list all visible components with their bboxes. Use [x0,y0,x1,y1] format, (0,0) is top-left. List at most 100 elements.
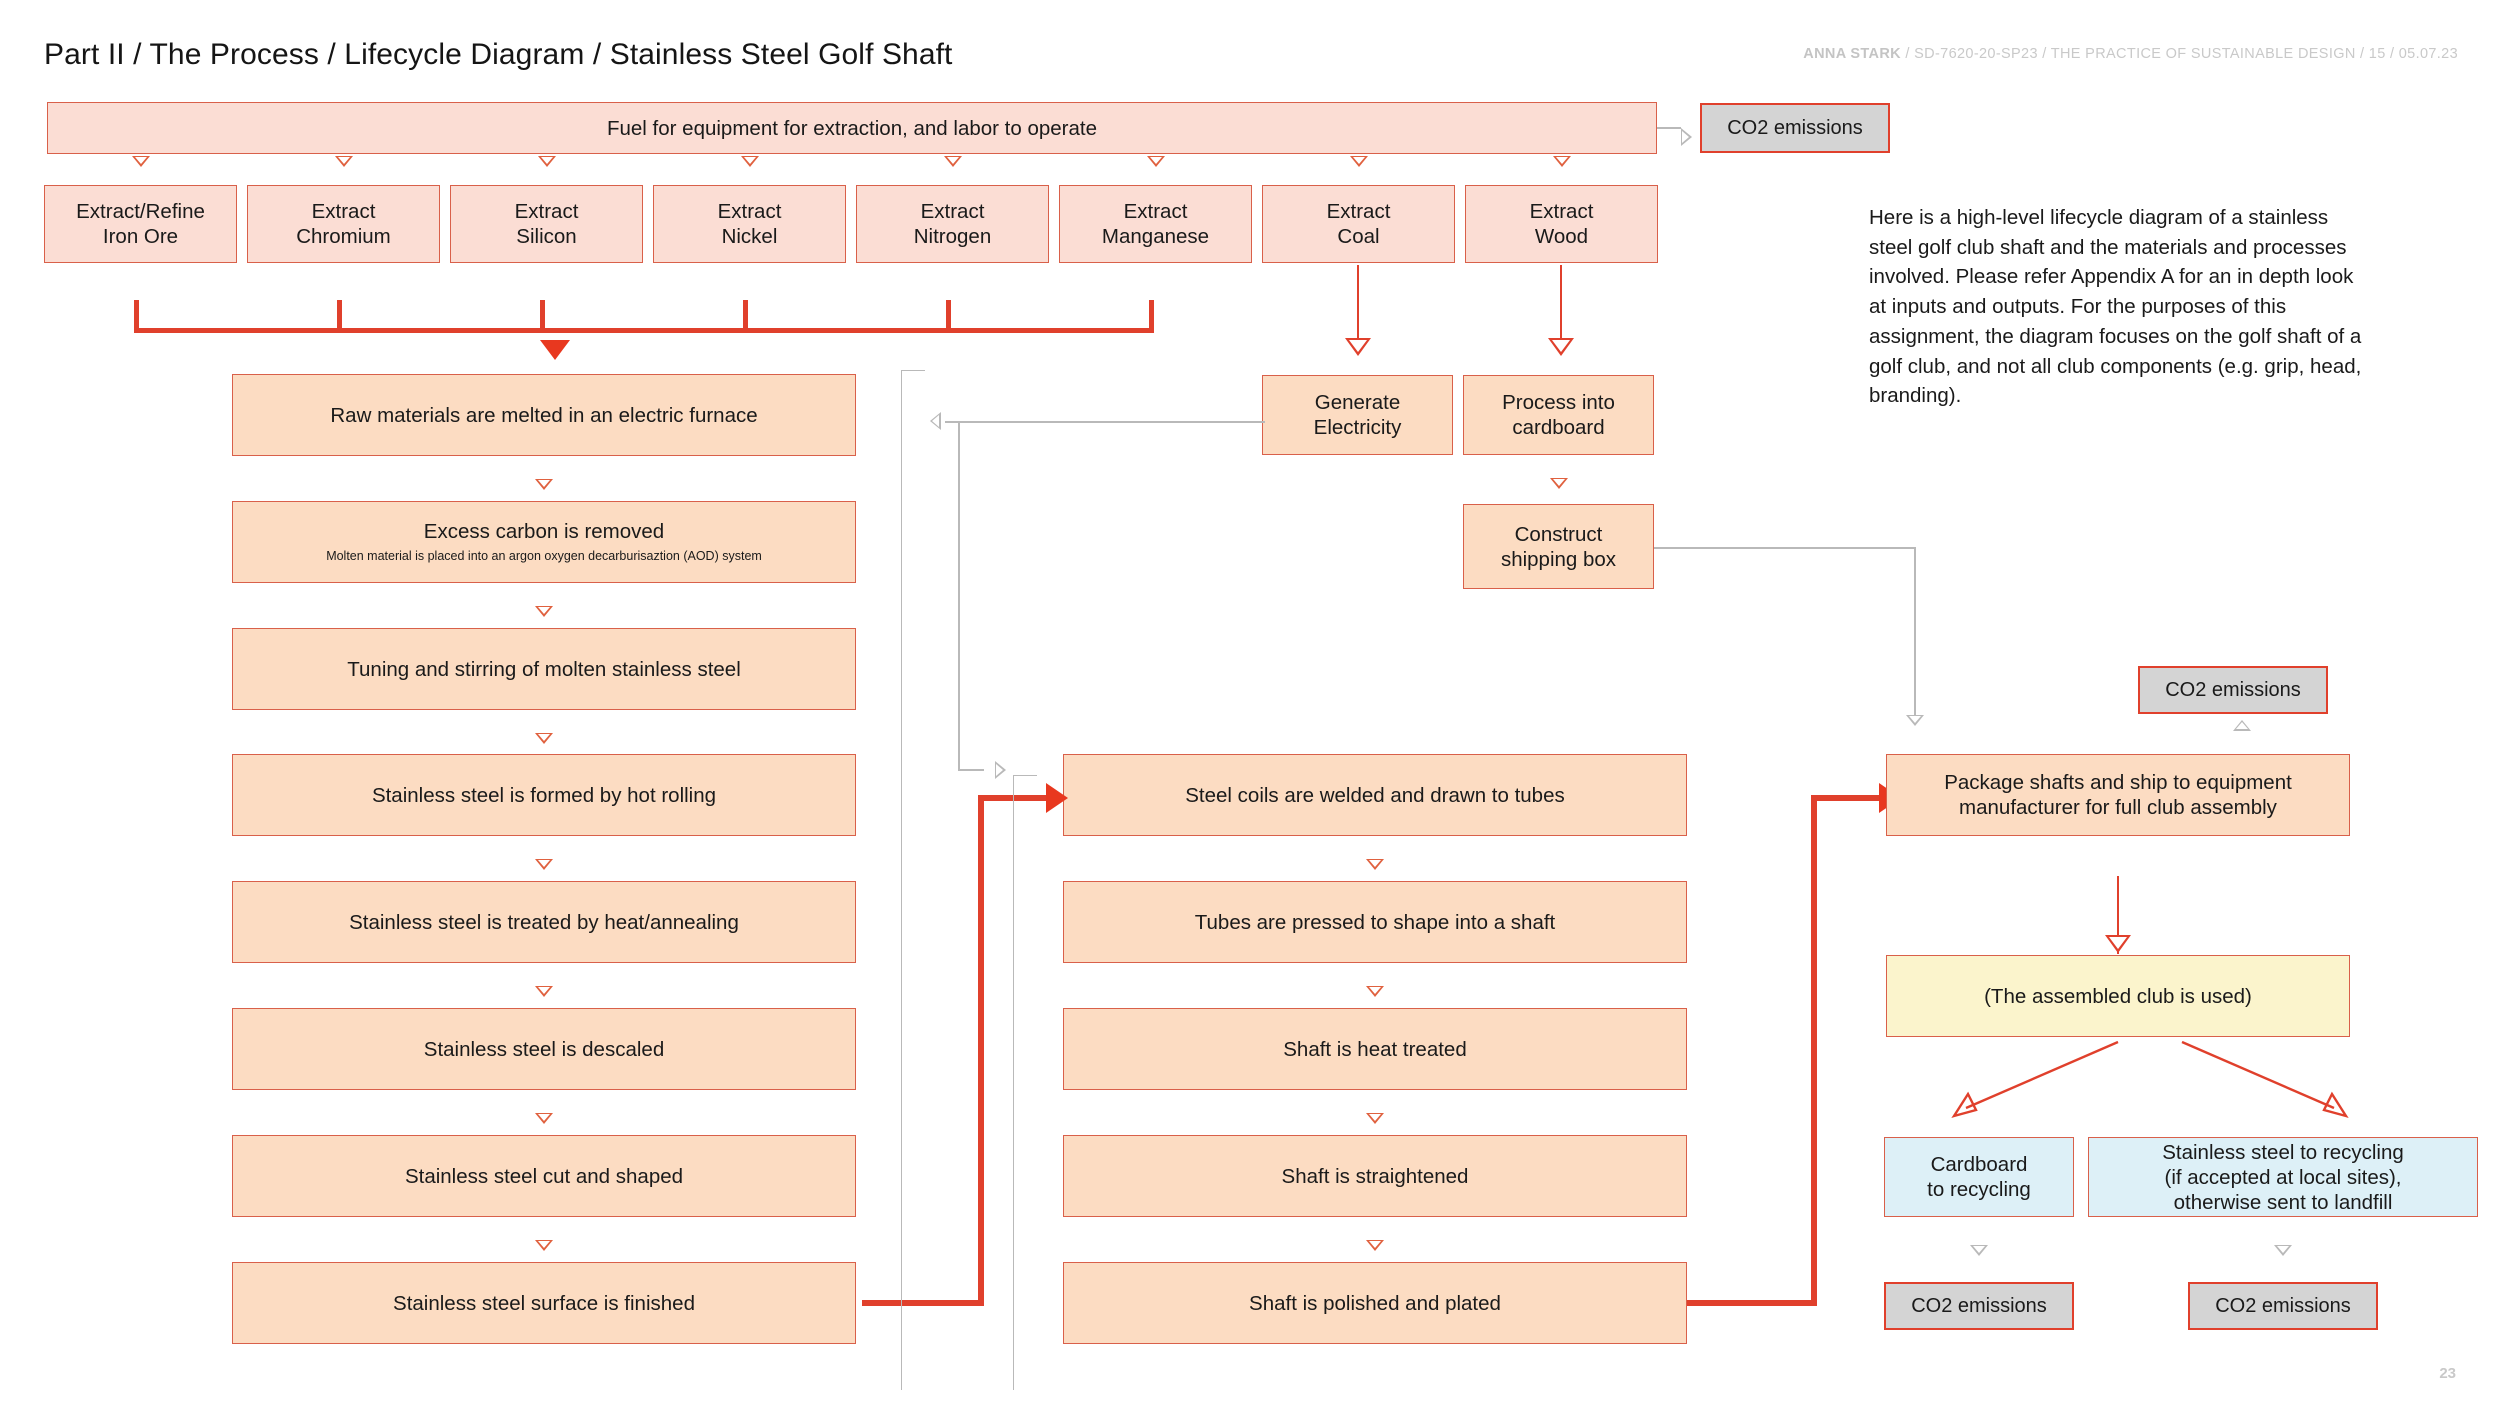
extract-label-line2: Iron Ore [102,225,179,248]
process-left-cut-shaped[interactable]: Stainless steel cut and shaped [232,1135,856,1217]
extract-label-line2: Chromium [296,225,391,248]
extract-box-nitrogen[interactable]: Extract Nitrogen [856,185,1049,263]
arrow-left-6-7 [535,1113,553,1124]
arrowhead-coal-to-electricity [1345,338,1371,356]
page-title: Part II / The Process / Lifecycle Diagra… [44,38,953,71]
arrow-fuel-to-extract-8 [1553,156,1571,167]
co2-emissions-steel[interactable]: CO2 emissions [2188,1282,2378,1330]
extract-box-manganese[interactable]: Extract Manganese [1059,185,1252,263]
input-bar-fuel[interactable]: Fuel for equipment for extraction, and l… [47,102,1657,154]
process-mid-title: Steel coils are welded and drawn to tube… [1185,783,1565,807]
page-number: 23 [2439,1365,2456,1382]
process-mid-title: Shaft is straightened [1281,1164,1469,1188]
arrow-left-3-4 [535,733,553,744]
node-label: (The assembled club is used) [1984,984,2252,1008]
co2-emissions-cardboard-label: CO2 emissions [1911,1294,2047,1317]
connector-electricity-horizontal [945,421,1265,423]
arrow-fuel-to-extract-7 [1350,156,1368,167]
connector-coal-to-electricity [1357,265,1359,340]
arrowhead-left-to-mid [1046,783,1068,813]
process-left-hot-rolling[interactable]: Stainless steel is formed by hot rolling [232,754,856,836]
header-meta: ANNA STARK / SD-7620-20-SP23 / THE PRACT… [1803,46,2458,62]
process-mid-tubes-pressed[interactable]: Tubes are pressed to shape into a shaft [1063,881,1687,963]
flow-left-to-mid-vertical [978,795,984,1306]
process-left-tuning-stirring[interactable]: Tuning and stirring of molten stainless … [232,628,856,710]
extract-label-line1: Extract [1326,200,1391,223]
header-course-meta: / SD-7620-20-SP23 / THE PRACTICE OF SUST… [1901,46,2458,62]
connector-electricity-branch-vertical [958,421,960,770]
node-package-and-ship[interactable]: Package shafts and ship to equipment man… [1886,754,2350,836]
extract-label-line2: Coal [1337,225,1380,248]
guide-rail-left [901,370,903,1390]
extract-label-line2: Manganese [1101,225,1210,248]
node-cardboard-to-recycling[interactable]: Cardboard to recycling [1884,1137,2074,1217]
bracket-stub-6 [1149,300,1154,330]
process-left-title: Tuning and stirring of molten stainless … [347,657,741,681]
process-left-heat-annealing[interactable]: Stainless steel is treated by heat/annea… [232,881,856,963]
flow-mid-to-package-horizontal-bottom [1687,1300,1817,1306]
extract-label-line1: Extract [514,200,579,223]
guide-rail-left-top-cap [901,370,925,372]
arrowhead-shippingbox-to-package [1906,715,1924,726]
connector-electricity-branch-horizontal [958,769,984,771]
process-left-title: Stainless steel surface is finished [393,1291,695,1315]
process-left-descaled[interactable]: Stainless steel is descaled [232,1008,856,1090]
process-left-excess-carbon[interactable]: Excess carbon is removed Molten material… [232,501,856,583]
intro-paragraph: Here is a high-level lifecycle diagram o… [1869,206,2362,408]
connector-use-to-steel-recycle [2181,1040,2349,1118]
process-mid-steel-coils[interactable]: Steel coils are welded and drawn to tube… [1063,754,1687,836]
connector-shippingbox-horizontal [1654,547,1916,549]
arrow-fuel-to-extract-4 [741,156,759,167]
bracket-horizontal-bar [134,328,1154,333]
node-construct-shipping-box[interactable]: Construct shipping box [1463,504,1654,589]
process-mid-straightened[interactable]: Shaft is straightened [1063,1135,1687,1217]
arrow-left-4-5 [535,859,553,870]
extract-box-silicon[interactable]: Extract Silicon [450,185,643,263]
extract-box-wood[interactable]: Extract Wood [1465,185,1658,263]
extract-label-line1: Extract [717,200,782,223]
arrow-mid-2-3 [1366,986,1384,997]
extract-box-coal[interactable]: Extract Coal [1262,185,1455,263]
process-left-title: Raw materials are melted in an electric … [330,403,758,427]
arrow-mid-3-4 [1366,1113,1384,1124]
flow-left-to-mid-horizontal-top [978,795,1053,801]
process-mid-title: Tubes are pressed to shape into a shaft [1194,910,1556,934]
arrow-cardboard-to-shipping-box [1550,478,1568,489]
node-label-line1: Generate [1314,391,1401,414]
arrow-fuel-to-extract-2 [335,156,353,167]
process-mid-polished-plated[interactable]: Shaft is polished and plated [1063,1262,1687,1344]
co2-emissions-cardboard[interactable]: CO2 emissions [1884,1282,2074,1330]
node-label-line2: shipping box [1500,547,1617,571]
process-left-melted[interactable]: Raw materials are melted in an electric … [232,374,856,456]
extract-box-nickel[interactable]: Extract Nickel [653,185,846,263]
node-label-line1: Construct [1514,522,1603,546]
node-label-line1: Package shafts and ship to equipment [1944,771,2292,794]
arrow-left-1-2 [535,479,553,490]
arrowhead-cardboard-to-co2 [1970,1245,1988,1256]
node-label-line2: manufacturer for full club assembly [1959,796,2277,819]
extract-label-line2: Nitrogen [913,225,992,248]
node-label-line1: Stainless steel to recycling [2162,1140,2404,1164]
extract-box-iron-ore[interactable]: Extract/Refine Iron Ore [44,185,237,263]
bracket-stub-3 [540,300,545,330]
extract-label-line2: Nickel [721,225,778,248]
process-left-surface-finished[interactable]: Stainless steel surface is finished [232,1262,856,1344]
extract-label-line1: Extract [311,200,376,223]
process-left-title: Stainless steel cut and shaped [404,1164,684,1188]
co2-emissions-package[interactable]: CO2 emissions [2138,666,2328,714]
co2-emissions-top[interactable]: CO2 emissions [1700,103,1890,153]
co2-emissions-top-label: CO2 emissions [1727,116,1863,139]
arrowhead-package-to-co2 [2233,720,2251,731]
node-process-into-cardboard[interactable]: Process into cardboard [1463,375,1654,455]
arrowhead-electricity-to-left-column [930,412,941,430]
node-steel-to-recycling[interactable]: Stainless steel to recycling (if accepte… [2088,1137,2478,1217]
node-assembled-club-used[interactable]: (The assembled club is used) [1886,955,2350,1037]
node-label-line3: otherwise sent to landfill [2173,1190,2393,1214]
connector-package-to-use [2117,876,2120,954]
process-mid-heat-treated[interactable]: Shaft is heat treated [1063,1008,1687,1090]
node-generate-electricity[interactable]: Generate Electricity [1262,375,1453,455]
guide-rail-mid [1013,775,1015,1390]
extract-box-chromium[interactable]: Extract Chromium [247,185,440,263]
arrow-mid-4-5 [1366,1240,1384,1251]
connector-shippingbox-vertical [1914,547,1916,717]
